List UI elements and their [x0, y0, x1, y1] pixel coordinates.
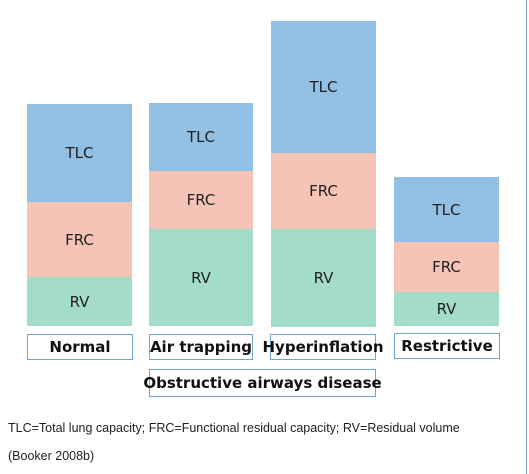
segment-rv: RV [271, 229, 376, 327]
segment-label: FRC [65, 230, 94, 249]
segment-label: TLC [187, 128, 215, 146]
segment-label: RV [313, 269, 334, 287]
segment-label: RV [69, 292, 90, 311]
group-label-obstructive: Obstructive airways disease [143, 369, 382, 397]
column-hyperinflation: TLC FRC RV [271, 21, 376, 327]
column-label-restrictive: Restrictive [394, 333, 500, 359]
column-label-normal: Normal [27, 334, 133, 360]
column-label-text: Air trapping [149, 338, 253, 356]
legend-caption: TLC=Total lung capacity; FRC=Functional … [8, 421, 460, 435]
segment-tlc: TLC [271, 21, 376, 153]
segment-label: FRC [309, 182, 338, 200]
segment-label: FRC [432, 258, 461, 276]
segment-frc: FRC [271, 153, 376, 229]
column-normal: TLC FRC RV [27, 104, 132, 326]
segment-label: RV [191, 268, 211, 287]
frame-edge [526, 0, 527, 474]
segment-label: TLC [65, 144, 94, 162]
segment-rv: RV [149, 229, 253, 326]
segment-frc: FRC [394, 242, 499, 292]
column-label-text: Normal [49, 338, 111, 356]
column-label-text: Hyperinflation [262, 338, 384, 356]
column-air-trapping: TLC FRC RV [149, 103, 253, 326]
segment-label: TLC [432, 200, 461, 219]
segment-tlc: TLC [149, 103, 253, 171]
source-citation: (Booker 2008b) [8, 449, 95, 463]
column-label-text: Restrictive [401, 337, 493, 355]
segment-frc: FRC [27, 202, 132, 277]
column-label-air-trapping: Air trapping [149, 334, 253, 360]
segment-frc: FRC [149, 171, 253, 229]
segment-label: FRC [186, 191, 216, 209]
segment-tlc: TLC [27, 104, 132, 202]
segment-label: RV [436, 300, 457, 318]
segment-tlc: TLC [394, 177, 499, 242]
column-restrictive: TLC FRC RV [394, 177, 499, 326]
group-label-text: Obstructive airways disease [143, 374, 382, 392]
segment-rv: RV [394, 292, 499, 326]
segment-label: TLC [309, 78, 338, 96]
segment-rv: RV [27, 277, 132, 326]
column-label-hyperinflation: Hyperinflation [263, 334, 384, 360]
